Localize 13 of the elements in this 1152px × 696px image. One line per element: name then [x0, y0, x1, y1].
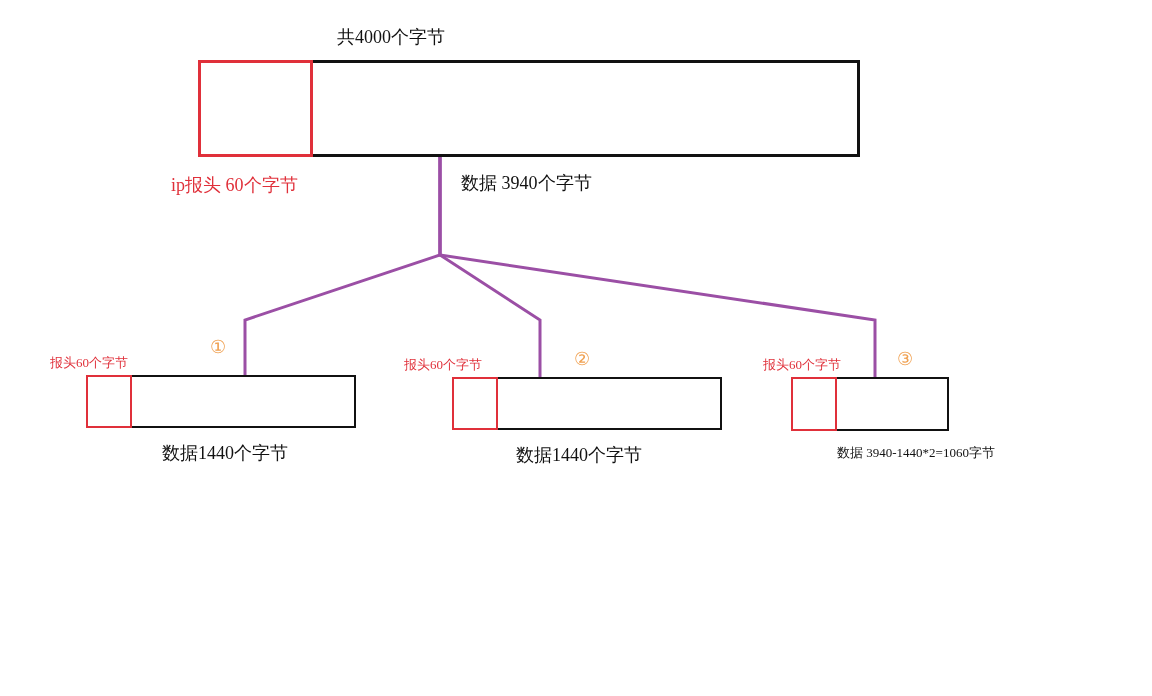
data-label: 数据1440个字节 — [162, 443, 288, 465]
header-label: 报头60个字节 — [763, 357, 841, 373]
split-line — [438, 157, 877, 377]
header-label: 报头60个字节 — [50, 355, 128, 371]
data-label: 数据1440个字节 — [516, 445, 642, 467]
header-label: 报头60个字节 — [404, 357, 482, 373]
size-label: 共4000个字节 — [337, 27, 445, 49]
header-label: ip报头 60个字节 — [171, 175, 298, 197]
fragment-number: ② — [574, 349, 590, 371]
fragment-number: ① — [210, 337, 226, 359]
data-label: 数据 3940个字节 — [461, 173, 592, 195]
data-label: 数据 3940-1440*2=1060字节 — [837, 445, 995, 461]
fragment-number: ③ — [897, 349, 913, 371]
